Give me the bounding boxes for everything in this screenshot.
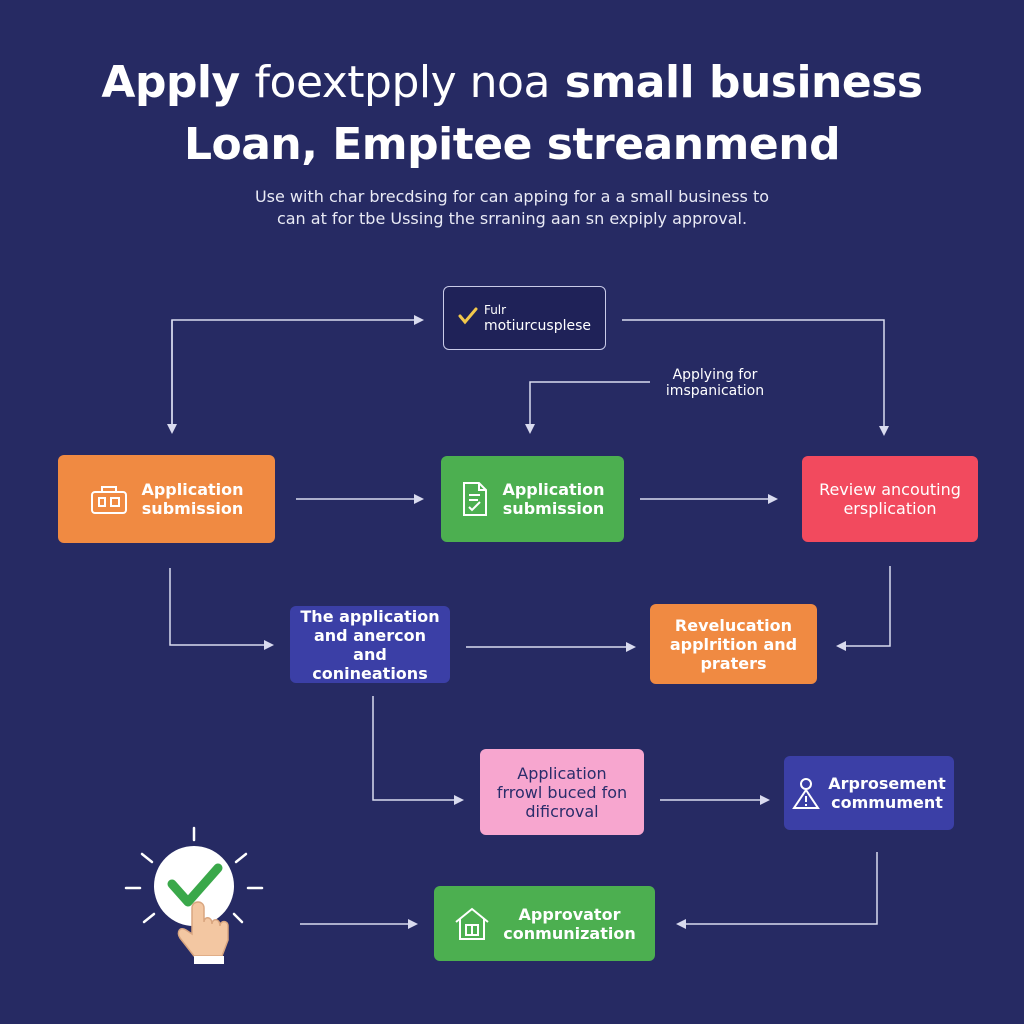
node-approvator: Approvator conmunization [434,886,655,961]
node-review: Review ancouting ersplication [802,456,978,542]
subtitle: Use with char brecdsing for can apping f… [0,186,1024,230]
title-part-b: foextpply noa [254,57,551,108]
subtitle-line-2: can at for tbe Ussing the srraning aan s… [276,209,748,228]
node-application-approval: Application frrowl buced fon dificroval [480,749,644,835]
title-line-2: Loan, Empitee streanmend [183,119,841,170]
briefcase-icon [89,482,129,516]
node-application-submission-1: Application submission [58,455,275,543]
arrow-submission1-to-connections [169,568,274,650]
node-application-submission-2: Application submission [441,456,624,542]
title-line-1: Apply foextpply noa small business [0,52,1024,114]
top-process-box: Fulr motiurcusplese [443,286,606,350]
subtitle-line-1: Use with char brecdsing for can apping f… [254,187,770,206]
hand-check-icon [122,822,272,971]
arrow-left-to-top-box [171,315,424,432]
checkmark-icon [458,307,478,329]
title-part-a: Apply [101,57,240,108]
node-revelucation: Revelucation applrition and praters [650,604,817,684]
arrow-top-box-to-review [622,319,889,436]
node-arprosement: Arprosement commument [784,756,954,830]
top-box-label: Fulr motiurcusplese [483,303,592,334]
arrow-arprosement-to-approvator [676,852,878,929]
arrow-connections-to-approval [372,696,464,805]
annotation-note: Applying for imspanication [665,367,765,399]
arrow-review-to-revelucation [836,566,891,651]
arrow-note-to-submission [525,381,650,434]
house-icon [453,906,491,942]
document-icon [460,480,490,518]
node-application-connections: The application and anercon and conineat… [290,606,450,683]
warning-person-icon [792,776,821,810]
title-part-c: small business [564,57,923,108]
page-title: Apply foextpply noa small business Loan,… [0,52,1024,176]
